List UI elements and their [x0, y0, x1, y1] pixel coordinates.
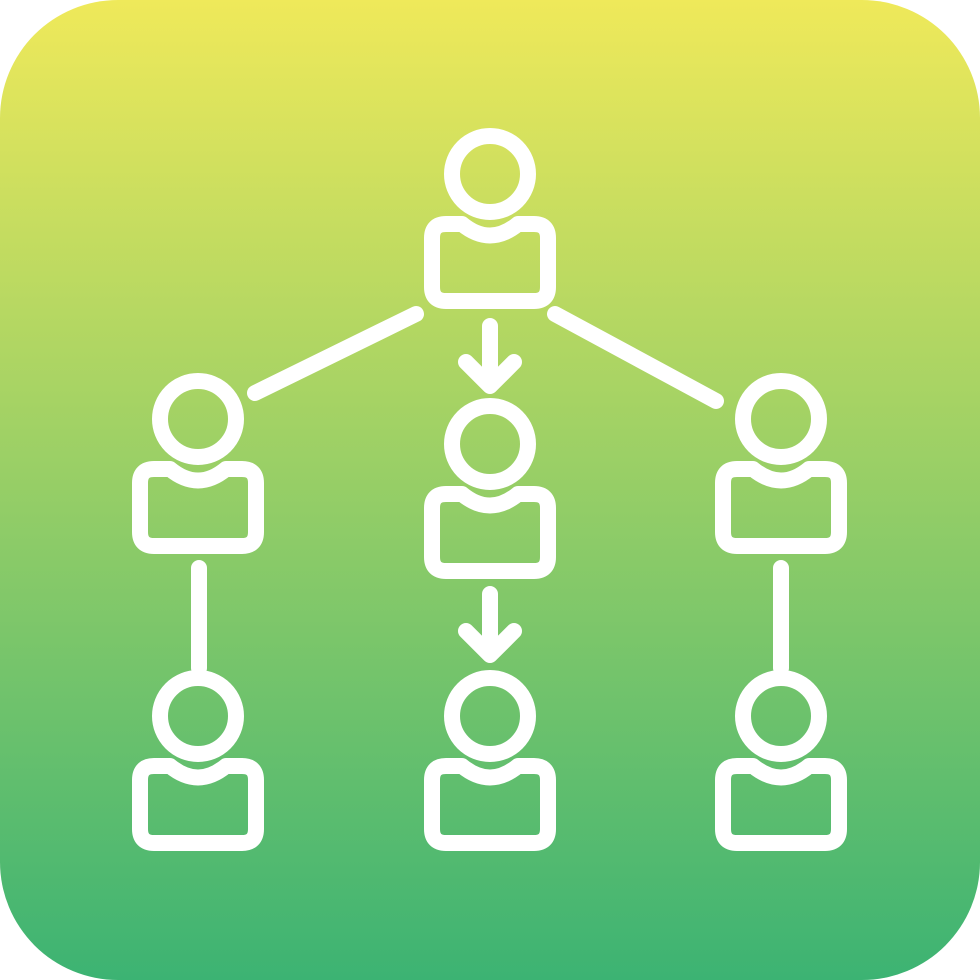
arrow-down-icon-lower: [458, 586, 522, 663]
connector-right-diagonal: [547, 306, 724, 409]
arrow-down-icon: [458, 318, 522, 394]
connector-left-diagonal: [247, 306, 424, 401]
